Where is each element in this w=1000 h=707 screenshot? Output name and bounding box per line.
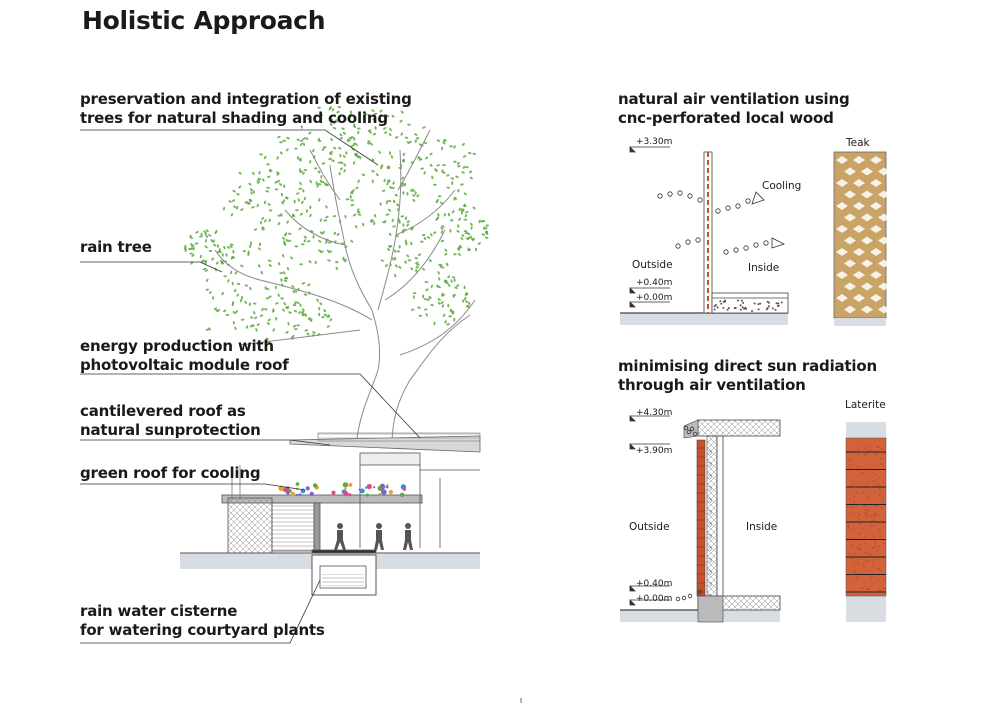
- radiation-section-drawing: [620, 415, 887, 623]
- vent-level-top: +3.30m: [636, 137, 673, 147]
- rad-outside-label: Outside: [629, 521, 670, 533]
- trees-label: preservation and integration of existing…: [80, 90, 412, 127]
- vent-cooling-label: Cooling: [762, 180, 802, 192]
- rad-inside-label: Inside: [746, 521, 778, 533]
- teak-label: Teak: [846, 137, 870, 149]
- people-figures: [334, 523, 413, 550]
- page-title: Holistic Approach: [82, 6, 326, 35]
- ventilation-section-drawing: [620, 146, 890, 326]
- tree-trunk: [214, 129, 476, 446]
- tree-section-drawing: [80, 105, 490, 644]
- building-section: [221, 452, 480, 556]
- page-mark: I: [520, 697, 523, 705]
- tree-canopy: [183, 105, 490, 345]
- laterite-label: Laterite: [845, 399, 886, 411]
- rad-level-2: +3.90m: [636, 446, 673, 456]
- vent-level-mid: +0.40m: [636, 278, 673, 288]
- vent-outside-label: Outside: [632, 259, 673, 271]
- vent-level-base: +0.00m: [636, 293, 673, 303]
- green-roof-label: green roof for cooling: [80, 464, 261, 482]
- leader-lines: [80, 129, 421, 644]
- vent-inside-label: Inside: [748, 262, 780, 274]
- rain-tree-label: rain tree: [80, 238, 152, 256]
- rad-level-mid: +0.40m: [636, 579, 673, 589]
- rad-level-base: +0.00m: [636, 594, 673, 604]
- rad-level-top: +4.30m: [636, 408, 673, 418]
